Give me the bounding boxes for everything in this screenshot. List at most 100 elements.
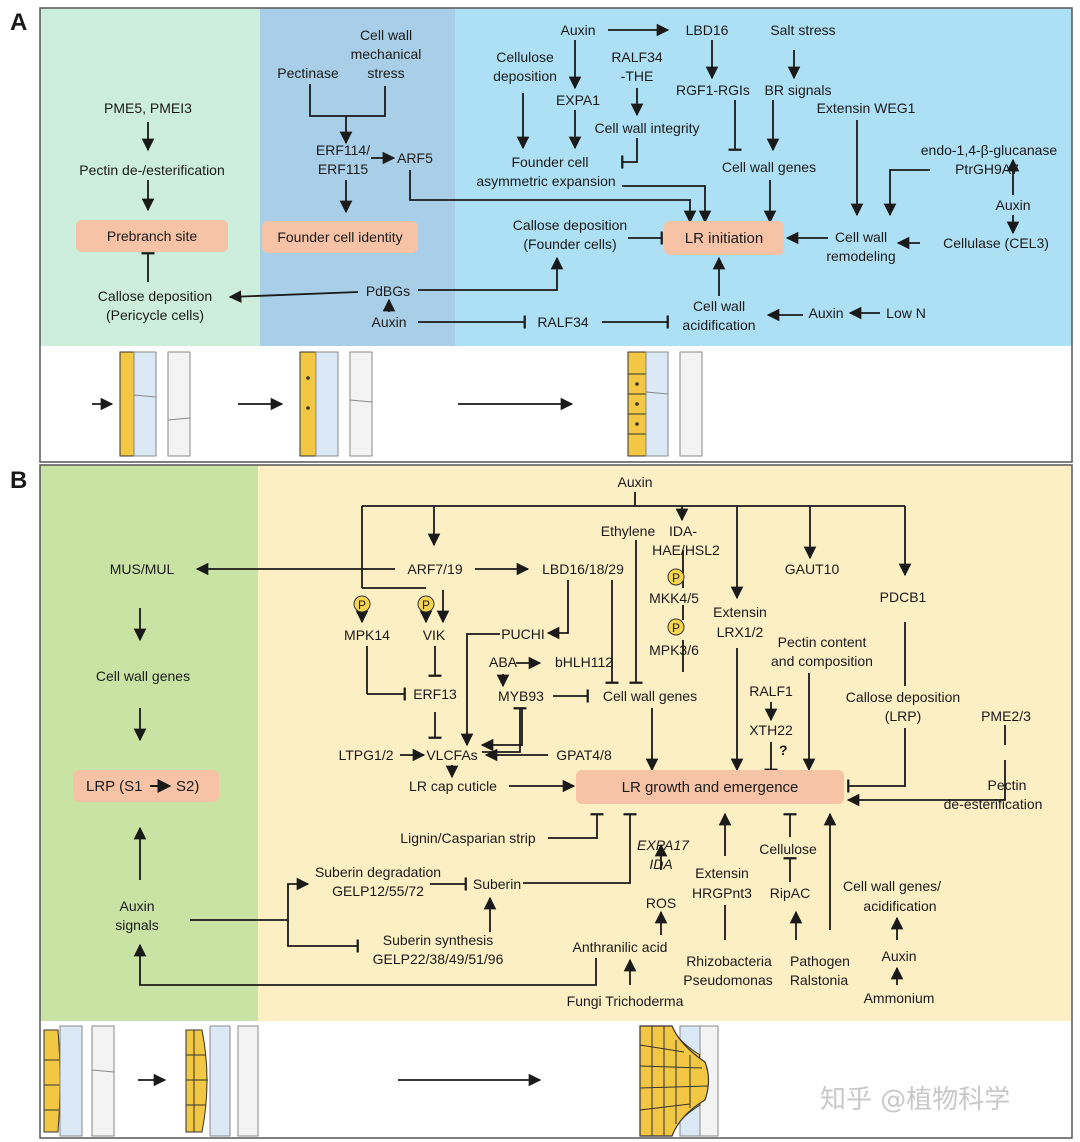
panel-b-label: B	[10, 467, 27, 494]
node-auxin-signals: Auxin	[119, 898, 154, 914]
node-gaut10: GAUT10	[785, 561, 840, 577]
node-cwg-acidification-2: acidification	[863, 898, 936, 914]
node-lr-cap-cuticle: LR cap cuticle	[409, 778, 497, 794]
node-arf7: ARF7/19	[407, 561, 462, 577]
node-founder-identity: Founder cell identity	[277, 229, 402, 245]
node-rhizobacteria-2: Pseudomonas	[683, 972, 773, 988]
panel-b-edges	[133, 492, 1006, 986]
node-auxin-n: Auxin	[808, 305, 843, 321]
node-cwg-acidification: Cell wall genes/	[843, 878, 941, 894]
node-cell-wall-integrity: Cell wall integrity	[594, 120, 699, 136]
node-suberin: Suberin	[473, 876, 521, 892]
node-ralf1: RALF1	[749, 683, 793, 699]
node-extensin-weg1: Extensin WEG1	[817, 100, 916, 116]
node-cell-wall-remodeling-2: remodeling	[826, 248, 895, 264]
node-vlcfas: VLCFAs	[426, 747, 477, 763]
node-auxin-right: Auxin	[995, 197, 1030, 213]
root-b-stage-1	[43, 1025, 115, 1137]
node-lrp-s1: LRP (S1	[86, 778, 142, 795]
node-cell-wall-acidification-2: acidification	[682, 317, 755, 333]
node-ammonium: Ammonium	[864, 990, 935, 1006]
node-anthranilic: Anthranilic acid	[573, 939, 668, 955]
node-pectin-esterification: Pectin de-/esterification	[79, 162, 225, 178]
node-fungi: Fungi Trichoderma	[567, 993, 684, 1009]
root-stage-2	[299, 351, 373, 457]
node-cell-wall-remodeling: Cell wall	[835, 229, 887, 245]
node-cwm-stress-2: mechanical	[351, 46, 422, 62]
node-mus-mul: MUS/MUL	[110, 561, 175, 577]
node-pectin-deesterification-2: de-esterification	[944, 796, 1043, 812]
node-callose-founder: Callose deposition	[513, 217, 627, 233]
node-gpat: GPAT4/8	[556, 747, 612, 763]
node-pectin-content: Pectin content	[778, 634, 867, 650]
lr-initiation-box	[664, 221, 784, 255]
node-suberin-synthesis-2: GELP22/38/49/51/96	[373, 951, 504, 967]
node-lrp-s2: S2)	[176, 778, 199, 795]
svg-text:P: P	[672, 621, 680, 635]
node-cell-wall-genes-left: Cell wall genes	[96, 668, 190, 684]
svg-text:P: P	[422, 598, 430, 612]
node-ida-hae-2: HAE/HSL2	[652, 542, 720, 558]
phospho-mpk14: P	[353, 595, 371, 613]
node-cellulase: Cellulase (CEL3)	[943, 235, 1049, 251]
node-ros: ROS	[646, 895, 676, 911]
node-extensin-lrx-2: LRX1/2	[717, 624, 764, 640]
node-puchi: PUCHI	[501, 626, 545, 642]
watermark: 知乎 @植物科学	[820, 1085, 1010, 1115]
node-ralf34-the: RALF34	[611, 49, 663, 65]
node-vik: VIK	[423, 627, 446, 643]
panel-a-label: A	[10, 9, 27, 36]
node-expa1: EXPA1	[556, 92, 600, 108]
svg-text:P: P	[672, 571, 680, 585]
node-suberin-degradation-2: GELP12/55/72	[332, 883, 424, 899]
node-salt-stress: Salt stress	[770, 22, 835, 38]
node-ptrgh9a7: PtrGH9A7	[955, 161, 1019, 177]
lrp-box	[73, 770, 219, 802]
node-cellulose-deposition-2: deposition	[493, 68, 557, 84]
node-mkk45: MKK4/5	[649, 590, 699, 606]
node-lr-growth: LR growth and emergence	[622, 779, 799, 796]
node-suberin-synthesis: Suberin synthesis	[383, 932, 494, 948]
node-suberin-degradation: Suberin degradation	[315, 864, 441, 880]
node-ripac: RipAC	[770, 885, 810, 901]
lr-growth-box	[576, 770, 844, 804]
node-arf5: ARF5	[397, 150, 433, 166]
phospho-markers: P P P P	[353, 568, 685, 636]
node-cellulose: Cellulose	[759, 841, 817, 857]
node-pdcb1: PDCB1	[880, 589, 927, 605]
panel-a-nodes: PME5, PMEI3 Pectin de-/esterification Pr…	[76, 22, 1057, 333]
node-erf114: ERF114/	[316, 142, 370, 158]
root-stage-3	[627, 351, 703, 457]
node-pectin-deesterification: Pectin	[988, 777, 1027, 793]
node-pectin-content-2: and composition	[771, 653, 873, 669]
node-founder-expansion-2: asymmetric expansion	[476, 173, 615, 189]
node-callose-lrp: Callose deposition	[846, 689, 960, 705]
panel-a-edges	[141, 23, 1020, 329]
node-extensin-hrg: Extensin	[695, 865, 749, 881]
node-ida: IDA	[649, 856, 672, 872]
node-callose-pericycle-sub: (Pericycle cells)	[106, 307, 204, 323]
node-cwm-stress: Cell wall	[360, 27, 412, 43]
node-lbd16-18: LBD16/18/29	[542, 561, 624, 577]
node-auxin-top: Auxin	[560, 22, 595, 38]
node-pathogen-2: Ralstonia	[790, 972, 849, 988]
node-extensin-hrg-2: HRGPnt3	[692, 885, 752, 901]
node-rhizobacteria: Rhizobacteria	[686, 953, 772, 969]
node-pathogen: Pathogen	[790, 953, 850, 969]
root-b-stage-2	[185, 1025, 259, 1137]
node-bhlh112: bHLH112	[555, 654, 613, 670]
node-ralf34-lower: RALF34	[537, 314, 589, 330]
founder-identity-box	[262, 221, 418, 253]
node-auxin-signals-2: signals	[115, 917, 159, 933]
node-lignin: Lignin/Casparian strip	[400, 830, 536, 846]
node-pectinase: Pectinase	[277, 65, 339, 81]
node-founder-expansion: Founder cell	[511, 154, 588, 170]
panel-a-background	[39, 7, 1073, 463]
node-extensin-lrx: Extensin	[713, 604, 767, 620]
node-aba: ABA	[489, 654, 518, 670]
node-pdbgs: PdBGs	[366, 283, 410, 299]
node-callose-pericycle: Callose deposition	[98, 288, 212, 304]
node-auxin-lower: Auxin	[371, 314, 406, 330]
root-stage-1	[119, 351, 191, 457]
phospho-mpk36: P	[667, 618, 685, 636]
